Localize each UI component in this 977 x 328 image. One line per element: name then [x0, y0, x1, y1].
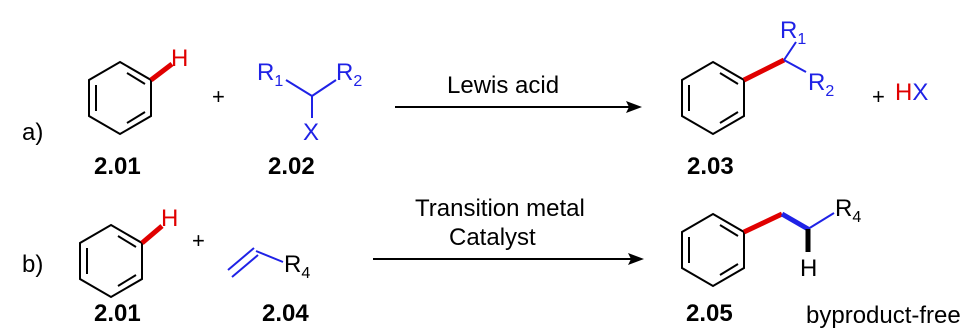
reaction-arrow-b	[373, 253, 644, 265]
row-b-label: b)	[22, 251, 43, 278]
row-a-label: a)	[22, 119, 43, 146]
alkene-bonds-2-04	[227, 247, 284, 278]
compound-id-2-04: 2.04	[262, 300, 309, 327]
new-c-c-bond-2-05	[742, 211, 784, 235]
ethylene-bond-2-05	[780, 211, 810, 232]
byproduct-hx: HX	[895, 79, 928, 106]
condition-b-line1: Transition metal	[415, 195, 585, 222]
r1-group-2-03: R1	[780, 17, 806, 48]
c-h-bond-a	[149, 62, 174, 82]
r4-group-2-04: R4	[284, 251, 310, 282]
r1-group-2-02: R1	[257, 59, 283, 90]
r2-group-2-03: R2	[808, 69, 834, 100]
compound-id-2-01-a: 2.01	[94, 153, 141, 180]
condition-a: Lewis acid	[447, 72, 559, 99]
plus-a-1: +	[212, 84, 225, 109]
alkyl-bonds-2-03	[783, 41, 807, 73]
byproduct-free-note: byproduct-free	[806, 302, 961, 328]
benzene-2-01-a	[88, 60, 152, 136]
plus-a-2: +	[872, 84, 885, 109]
benzene-2-05	[681, 212, 745, 288]
r4-group-2-05: R4	[835, 195, 861, 226]
condition-b-line2: Catalyst	[449, 224, 536, 251]
reaction-arrow-a	[395, 101, 642, 113]
c-h-bond-b	[140, 224, 164, 245]
compound-id-2-01-b: 2.01	[94, 300, 141, 327]
h-atom-2-05: H	[800, 255, 817, 282]
benzene-2-01-b	[79, 223, 143, 299]
compound-id-2-03: 2.03	[687, 153, 734, 180]
bonds-2-02	[285, 79, 337, 118]
new-c-c-bond-2-03	[742, 57, 786, 83]
plus-b-1: +	[192, 228, 205, 253]
h-atom-a: H	[171, 45, 188, 72]
h-atom-b: H	[161, 205, 178, 232]
r4-bond-2-05	[807, 212, 835, 230]
r2-group-2-02: R2	[336, 59, 362, 90]
benzene-2-03	[681, 60, 745, 136]
x-group-2-02: X	[303, 119, 319, 146]
compound-id-2-05: 2.05	[686, 300, 733, 327]
compound-id-2-02: 2.02	[268, 153, 315, 180]
